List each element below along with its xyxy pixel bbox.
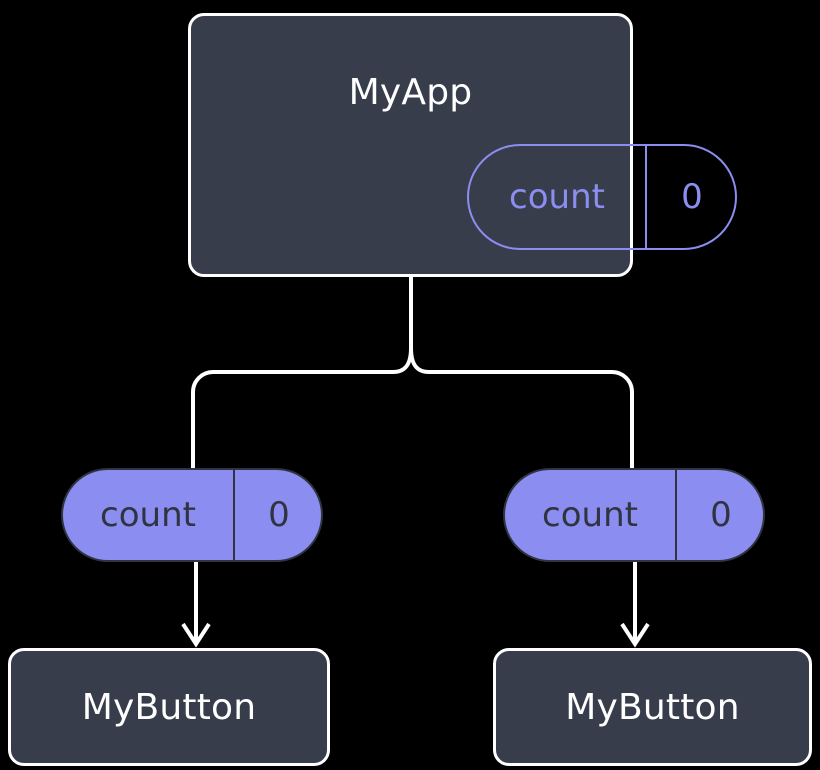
prop-value-left: 0 [233,470,321,560]
state-pill-myapp[interactable]: count 0 [467,144,737,250]
prop-key-right: count [542,495,638,535]
prop-key-left: count [100,495,196,535]
component-title-mybutton-right: MyButton [565,686,740,728]
arrow-head-right-icon [620,622,650,648]
fork-wire-right [409,347,634,468]
component-title-mybutton-left: MyButton [81,686,257,728]
arrow-head-left-icon [181,622,211,648]
state-value-myapp: 0 [645,146,735,248]
component-title-myapp: MyApp [348,72,473,113]
fork-wire [191,347,413,468]
component-box-mybutton-right[interactable]: MyButton [493,648,812,766]
component-box-mybutton-left[interactable]: MyButton [8,648,330,766]
state-key-myapp: count [509,177,605,217]
component-box-myapp[interactable]: MyApp count 0 [188,13,737,277]
prop-value-right: 0 [675,470,763,560]
prop-pill-left[interactable]: count 0 [61,468,323,562]
prop-pill-right[interactable]: count 0 [503,468,765,562]
